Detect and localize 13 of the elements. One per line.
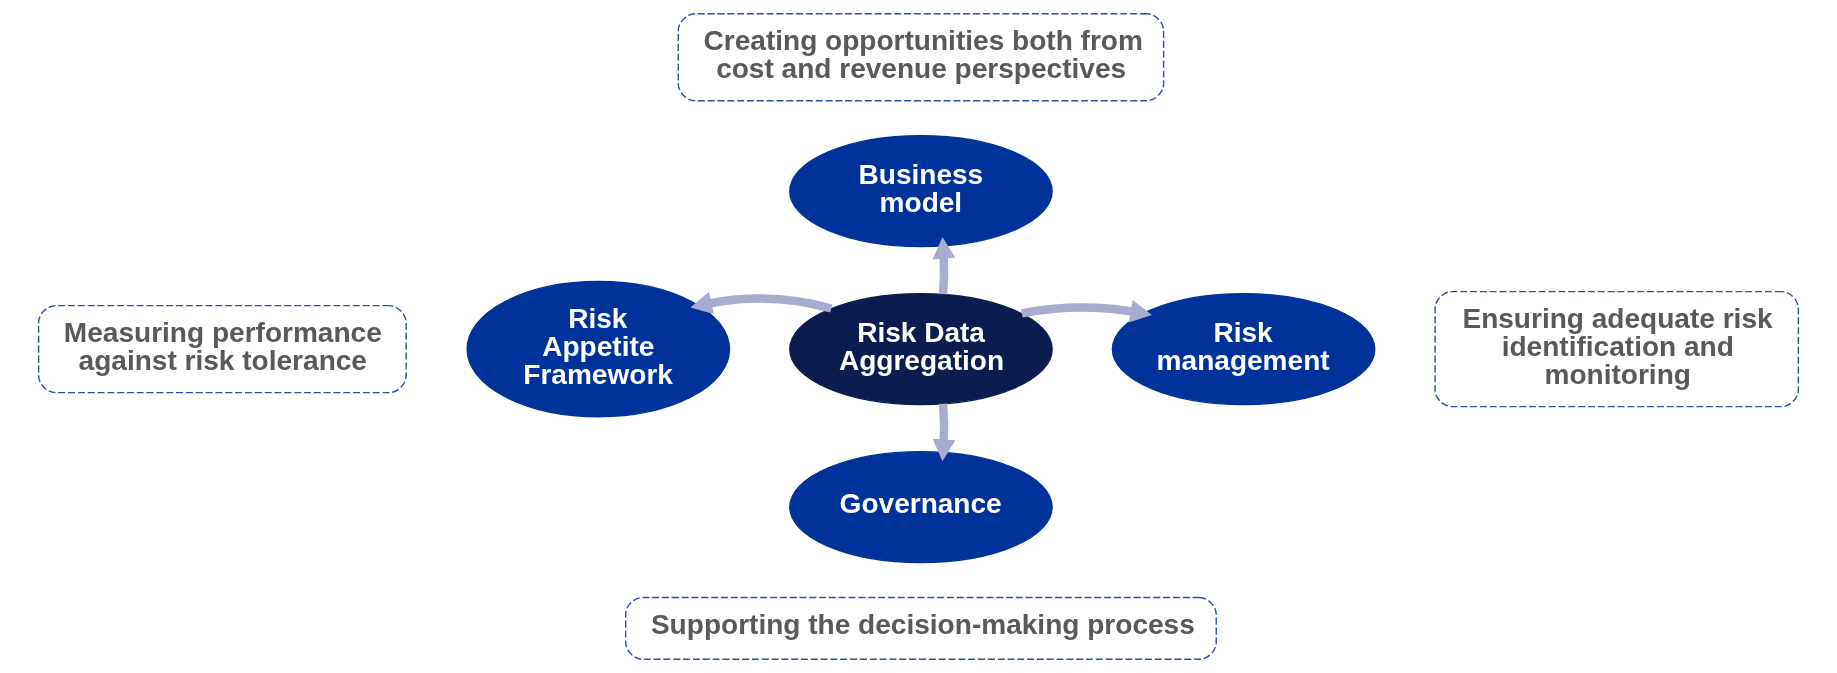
node-ellipse: Risk Data Aggregation [789, 293, 1053, 406]
node-box: Measuring performance against risk tolerance [37, 304, 407, 394]
node-ellipse: Risk Appetite Framework [466, 280, 731, 418]
arrow [932, 403, 956, 462]
node-box: Supporting the decision-making process [624, 596, 1217, 660]
arrow [690, 291, 833, 315]
arrow [1021, 300, 1152, 323]
arrow [932, 236, 956, 295]
node-box: Ensuring adequate risk identification and monitoring [1434, 290, 1800, 408]
node-box: Creating opportunities both from cost and revenue perspectives [677, 13, 1165, 102]
node-ellipse: Risk management [1111, 293, 1376, 406]
node-ellipse: Governance [789, 450, 1053, 564]
node-ellipse: Business model [789, 135, 1053, 248]
